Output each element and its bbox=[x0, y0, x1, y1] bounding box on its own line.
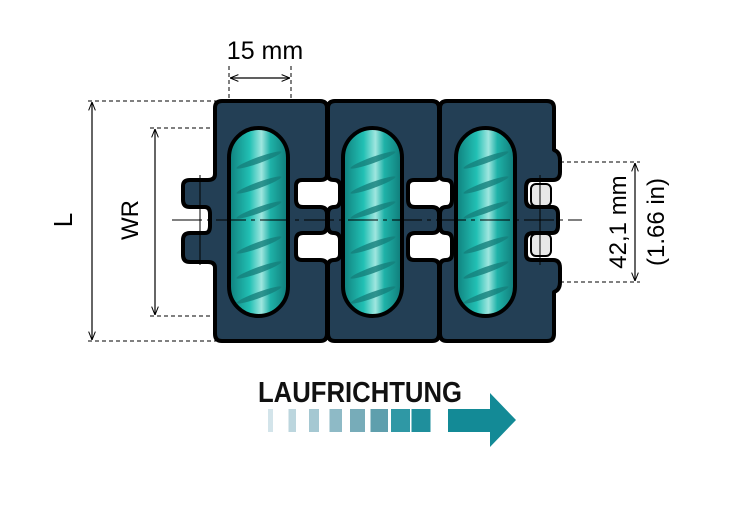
roller-groove bbox=[236, 236, 282, 254]
roller-groove bbox=[350, 236, 396, 254]
direction-bar bbox=[411, 409, 431, 432]
height-metric-label: 42,1 mm bbox=[605, 175, 632, 268]
hinge-pin bbox=[530, 183, 552, 257]
direction-arrow-icon bbox=[448, 393, 516, 447]
roller-3 bbox=[454, 126, 517, 318]
roller-groove bbox=[236, 201, 282, 219]
direction-bar bbox=[288, 409, 296, 432]
direction-label: LAUFRICHTUNG bbox=[258, 377, 462, 409]
roller-groove bbox=[236, 176, 282, 194]
roller-groove bbox=[463, 176, 509, 194]
roller-1 bbox=[227, 126, 290, 318]
pitch-label: 15 mm bbox=[227, 37, 303, 65]
direction-bar bbox=[350, 409, 365, 432]
length-label: L bbox=[48, 213, 78, 227]
roller-groove bbox=[463, 201, 509, 219]
direction-bar bbox=[268, 409, 273, 432]
rollers bbox=[227, 126, 517, 318]
direction-bar bbox=[309, 409, 319, 432]
roller-groove bbox=[236, 286, 282, 304]
roller-groove bbox=[236, 261, 282, 279]
roller-groove bbox=[236, 151, 282, 169]
roller-groove bbox=[463, 286, 509, 304]
roller-grooves bbox=[236, 151, 509, 304]
direction-bar bbox=[391, 409, 410, 432]
direction-bar bbox=[329, 409, 342, 432]
roller-2 bbox=[341, 126, 404, 318]
direction-bars bbox=[268, 409, 431, 432]
roller-groove bbox=[463, 236, 509, 254]
roller-groove bbox=[463, 151, 509, 169]
roller-width-label: WR bbox=[117, 200, 144, 240]
roller-groove bbox=[350, 151, 396, 169]
roller-groove bbox=[350, 201, 396, 219]
roller-groove bbox=[350, 286, 396, 304]
roller-groove bbox=[350, 176, 396, 194]
direction-bar bbox=[370, 409, 388, 432]
roller-groove bbox=[350, 261, 396, 279]
roller-groove bbox=[463, 261, 509, 279]
height-imperial-label: (1.66 in) bbox=[643, 178, 670, 266]
dimension-lines bbox=[92, 78, 635, 340]
